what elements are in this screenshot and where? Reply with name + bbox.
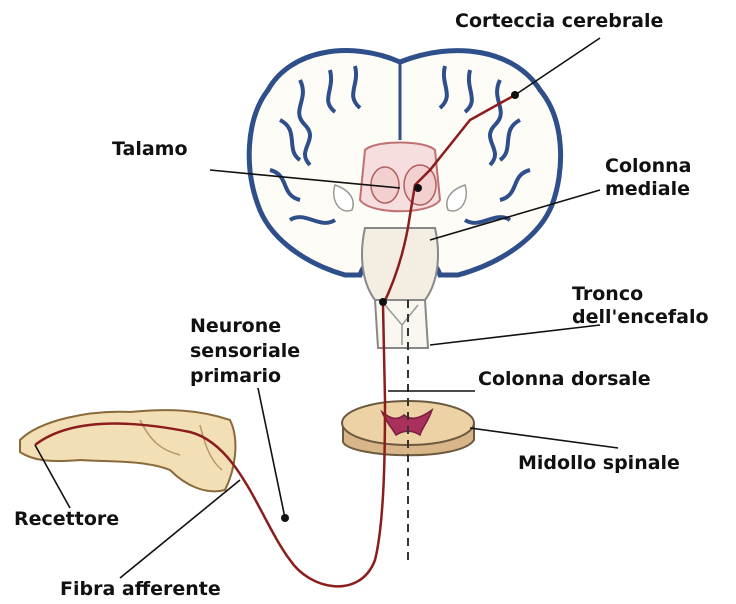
leader-neurone	[258, 388, 285, 518]
label-colonna-mediale-1: Colonna	[605, 155, 691, 177]
label-recettore: Recettore	[14, 508, 119, 530]
label-midollo-spinale: Midollo spinale	[518, 452, 680, 474]
leader-tronco	[430, 325, 600, 345]
label-neurone-2: sensoriale	[190, 340, 300, 362]
synapse-brainstem	[379, 298, 387, 306]
label-neurone-1: Neurone	[190, 315, 281, 337]
label-corteccia-cerebrale: Corteccia cerebrale	[455, 10, 663, 32]
label-colonna-mediale-2: mediale	[605, 178, 690, 200]
leader-corteccia	[515, 38, 600, 95]
label-fibra-afferente: Fibra afferente	[60, 578, 221, 600]
label-tronco-1: Tronco	[572, 283, 643, 305]
label-talamo: Talamo	[112, 138, 188, 160]
label-neurone-3: primario	[190, 365, 281, 387]
leader-midollo	[470, 428, 618, 448]
synapse-thalamus	[414, 184, 422, 192]
leader-fibra	[120, 480, 240, 578]
label-colonna-dorsale: Colonna dorsale	[478, 368, 651, 390]
label-tronco-2: dell'encefalo	[572, 306, 709, 328]
skin-region	[20, 410, 235, 491]
